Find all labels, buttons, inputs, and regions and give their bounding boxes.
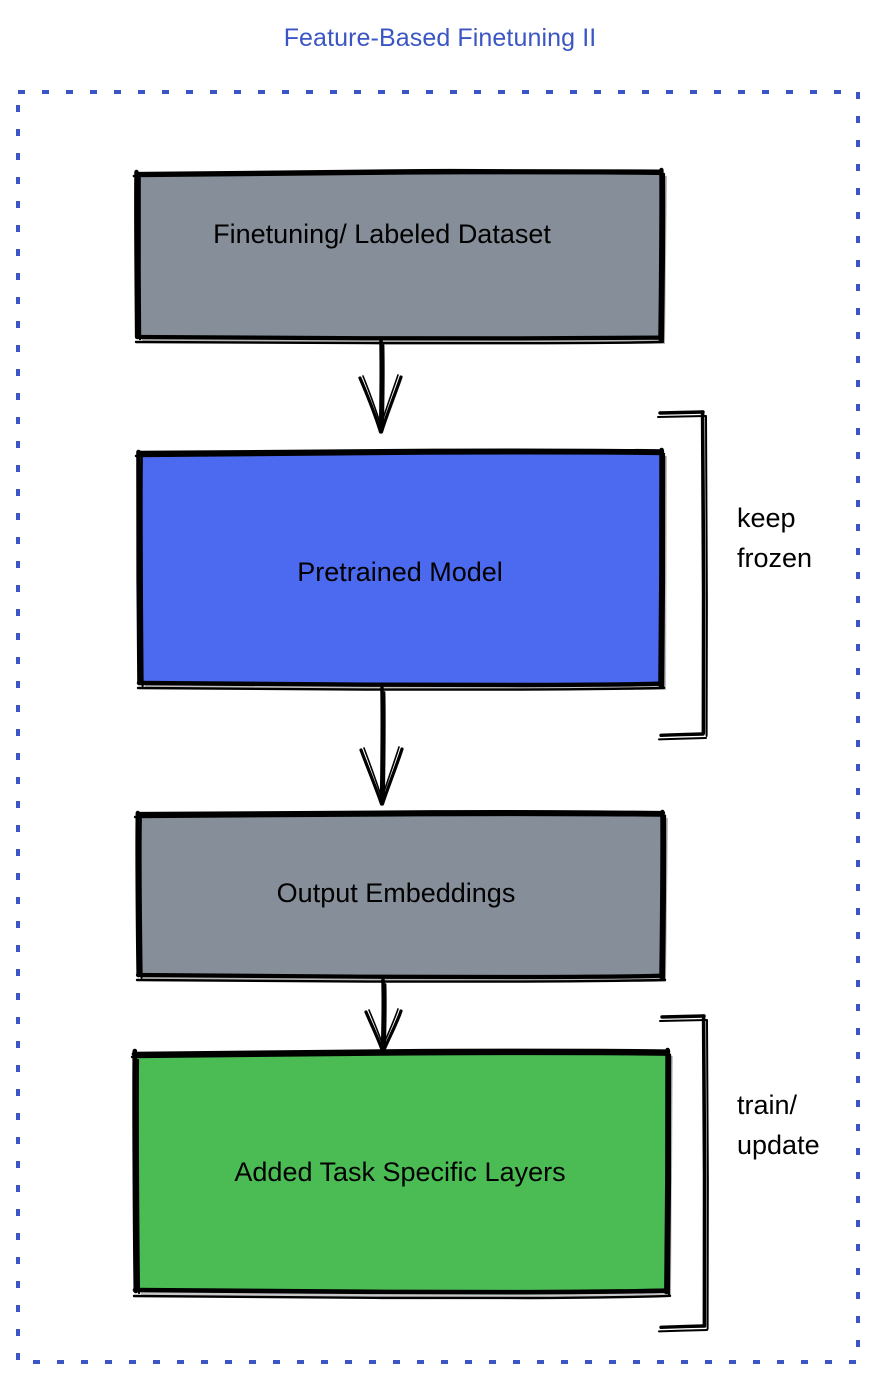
node-tasklayers-fill bbox=[136, 1051, 667, 1291]
node-embeddings-outline bbox=[135, 810, 141, 978]
node-pretrained-outline bbox=[134, 452, 666, 458]
train-update-bracket bbox=[701, 1014, 707, 1328]
node-tasklayers-outline bbox=[130, 1052, 672, 1059]
node-dataset-outline bbox=[661, 172, 666, 342]
node-tasklayers-outline bbox=[132, 1294, 672, 1300]
node-pretrained-outline bbox=[136, 686, 666, 691]
keep-frozen-bracket bbox=[700, 410, 706, 735]
node-embeddings-outline bbox=[139, 817, 143, 980]
annotation-keep-frozen-line-1: keep bbox=[737, 503, 796, 533]
node-embeddings-outline bbox=[662, 814, 667, 981]
arrow-embeddings-to-tasklayers bbox=[364, 978, 403, 1053]
keep-frozen-bracket bbox=[658, 410, 705, 415]
node-tasklayers-outline bbox=[664, 1047, 671, 1295]
node-pretrained-outline bbox=[662, 454, 666, 689]
annotation-train-update: train/ update bbox=[658, 1014, 820, 1333]
train-update-bracket bbox=[659, 1019, 707, 1022]
node-dataset-label: Finetuning/ Labeled Dataset bbox=[213, 219, 551, 249]
node-tasklayers[interactable]: Added Task Specific Layers bbox=[130, 1047, 673, 1300]
node-dataset-outline bbox=[134, 169, 140, 339]
node-tasklayers-outline bbox=[132, 1287, 670, 1295]
keep-frozen-bracket bbox=[705, 415, 708, 737]
node-tasklayers-label: Added Task Specific Layers bbox=[234, 1157, 565, 1187]
arrow-pretrained-to-embeddings bbox=[359, 686, 404, 806]
node-pretrained-outline bbox=[136, 680, 664, 688]
node-pretrained-outline bbox=[136, 449, 142, 686]
annotation-keep-frozen: keep frozen bbox=[657, 410, 812, 741]
annotation-train-update-line-1: train/ bbox=[737, 1090, 798, 1120]
node-dataset[interactable]: Finetuning/ Labeled Dataset bbox=[132, 167, 667, 345]
node-embeddings-outline bbox=[135, 810, 666, 817]
node-tasklayers-outline bbox=[132, 1048, 139, 1294]
train-update-bracket bbox=[659, 1324, 706, 1329]
node-pretrained-outline bbox=[658, 447, 665, 688]
train-update-bracket bbox=[706, 1019, 709, 1330]
node-tasklayers-outline bbox=[136, 1058, 141, 1295]
keep-frozen-bracket bbox=[657, 415, 706, 418]
node-pretrained[interactable]: Pretrained Model bbox=[134, 447, 667, 691]
node-pretrained-fill bbox=[140, 451, 661, 684]
keep-frozen-bracket bbox=[659, 732, 705, 737]
node-embeddings-outline bbox=[135, 978, 667, 983]
node-dataset-outline bbox=[658, 167, 664, 342]
annotation-train-update-line-2: update bbox=[737, 1130, 820, 1160]
node-dataset-outline bbox=[132, 171, 665, 178]
node-dataset-outline bbox=[134, 340, 665, 345]
node-pretrained-label: Pretrained Model bbox=[297, 557, 503, 587]
node-embeddings-fill bbox=[139, 813, 662, 976]
node-embeddings-outline bbox=[135, 972, 665, 980]
node-tasklayers-outline bbox=[131, 1048, 671, 1057]
annotation-keep-frozen-line-2: frozen bbox=[737, 543, 812, 573]
node-dataset-outline bbox=[134, 168, 664, 177]
train-update-bracket bbox=[660, 1014, 706, 1019]
node-dataset-outline bbox=[138, 176, 142, 341]
node-pretrained-outline bbox=[140, 456, 144, 688]
node-pretrained-outline bbox=[136, 448, 665, 456]
node-embeddings-outline bbox=[133, 813, 667, 819]
arrow-dataset-to-pretrained bbox=[358, 339, 403, 434]
node-embeddings-label: Output Embeddings bbox=[277, 878, 516, 908]
node-embeddings[interactable]: Output Embeddings bbox=[133, 809, 668, 983]
node-embeddings-outline bbox=[659, 809, 665, 980]
node-dataset-outline bbox=[134, 334, 664, 341]
page-title: Feature-Based Finetuning II bbox=[283, 24, 597, 52]
node-dataset-fill bbox=[138, 171, 661, 338]
keep-frozen-bracket bbox=[658, 737, 707, 741]
node-tasklayers-outline bbox=[667, 1054, 672, 1296]
train-update-bracket bbox=[658, 1329, 708, 1333]
